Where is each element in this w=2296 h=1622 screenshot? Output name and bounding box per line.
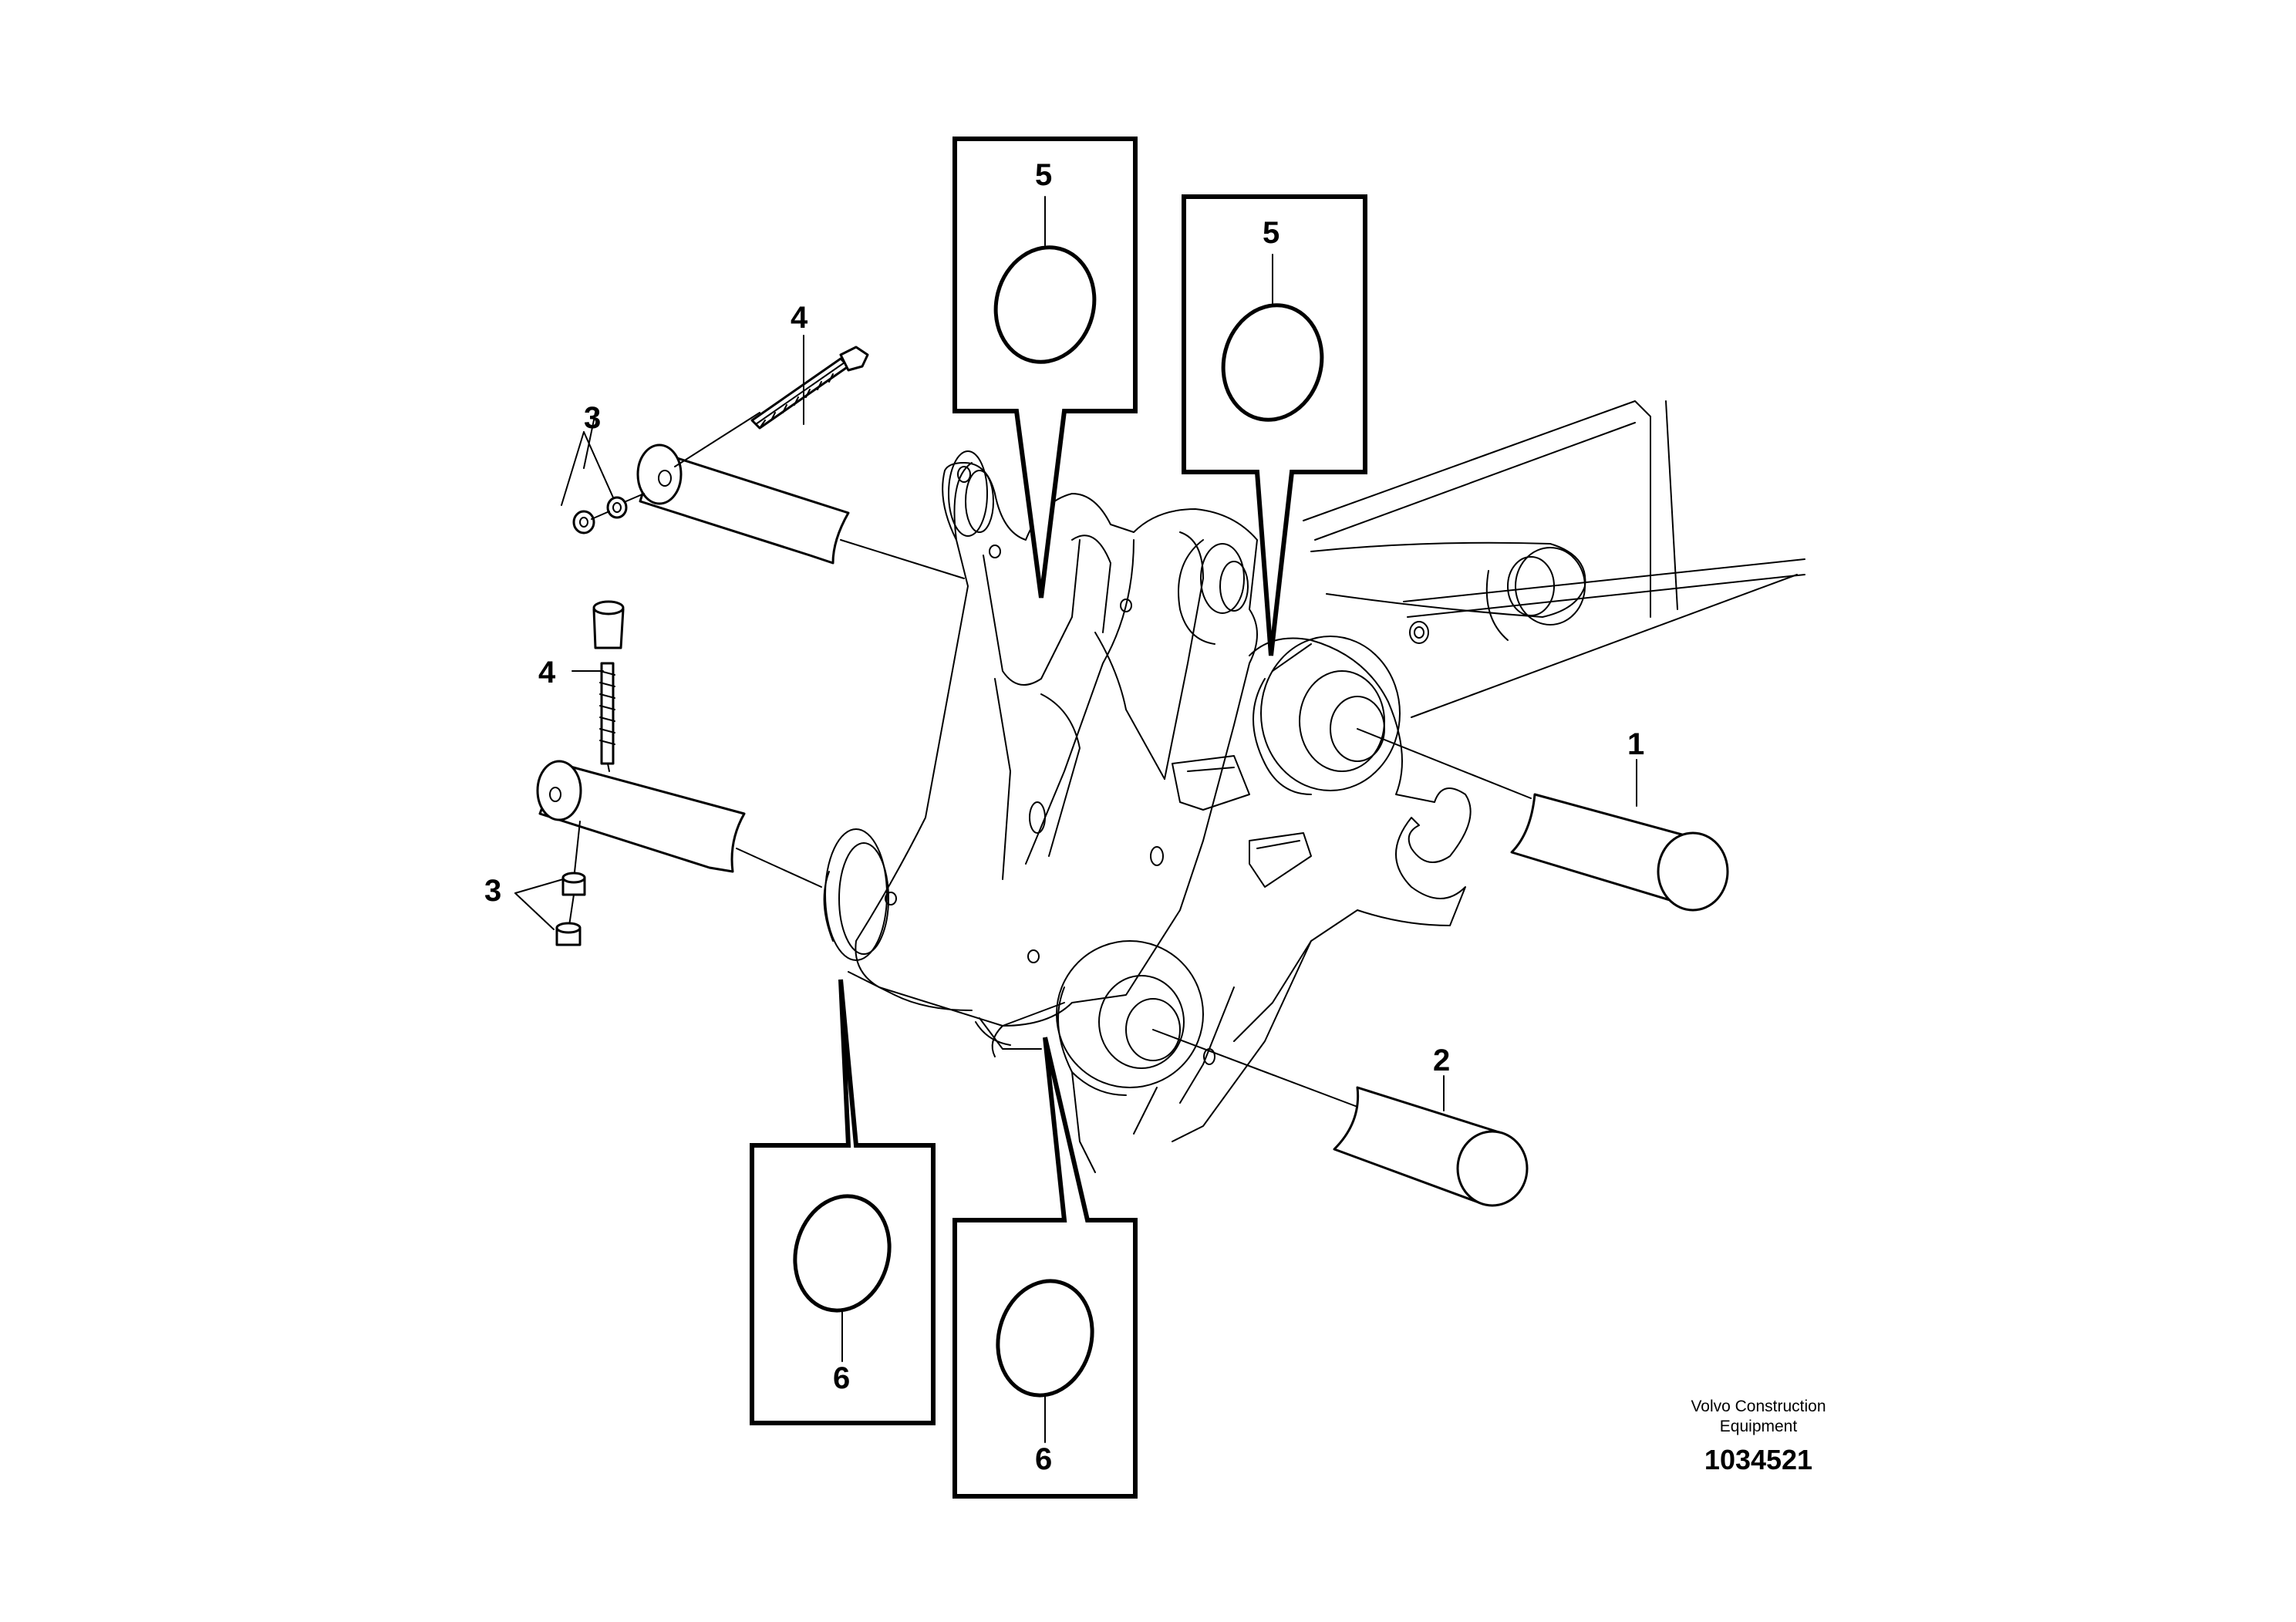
- o-ring-5-right: [1221, 303, 1324, 422]
- detail-box-6-right: [952, 1037, 1138, 1499]
- nuts-lower-part: [555, 821, 586, 946]
- pin-lower-left-part: [536, 760, 822, 888]
- o-ring-5-left: [993, 245, 1097, 364]
- detail-box-5-right: [1182, 194, 1367, 656]
- brand-line-2: Equipment: [1720, 1418, 1798, 1435]
- detail-box-5-left: [952, 137, 1138, 599]
- detail-box-6-left: [750, 979, 936, 1425]
- leader-lines: [514, 335, 1637, 1111]
- arm-linkage-drawing: [823, 400, 1805, 1173]
- bolt-upper-part: [674, 346, 869, 467]
- pin-upper-left-part: [636, 443, 965, 579]
- callout-6-left: 6: [833, 1361, 850, 1395]
- brand-line-1: Volvo Construction: [1691, 1398, 1826, 1415]
- callout-2: 2: [1433, 1044, 1450, 1077]
- callout-4-upper: 4: [791, 301, 808, 335]
- part-number: 1034521: [1704, 1444, 1812, 1475]
- nuts-upper-part: [572, 493, 645, 534]
- callout-3-upper: 3: [584, 401, 601, 435]
- callout-5-left: 5: [1035, 158, 1052, 192]
- o-ring-6-right: [996, 1279, 1094, 1398]
- bolt-lower-part: [592, 600, 625, 772]
- callout-5-right: 5: [1263, 216, 1279, 250]
- callout-6-right: 6: [1035, 1442, 1052, 1476]
- pin-1-part: [1357, 728, 1729, 912]
- callout-4-lower: 4: [538, 656, 556, 690]
- callout-3-lower: 3: [484, 874, 501, 908]
- callout-1: 1: [1627, 727, 1644, 761]
- o-ring-6-left: [793, 1194, 892, 1313]
- pin-2-part: [1152, 1029, 1529, 1207]
